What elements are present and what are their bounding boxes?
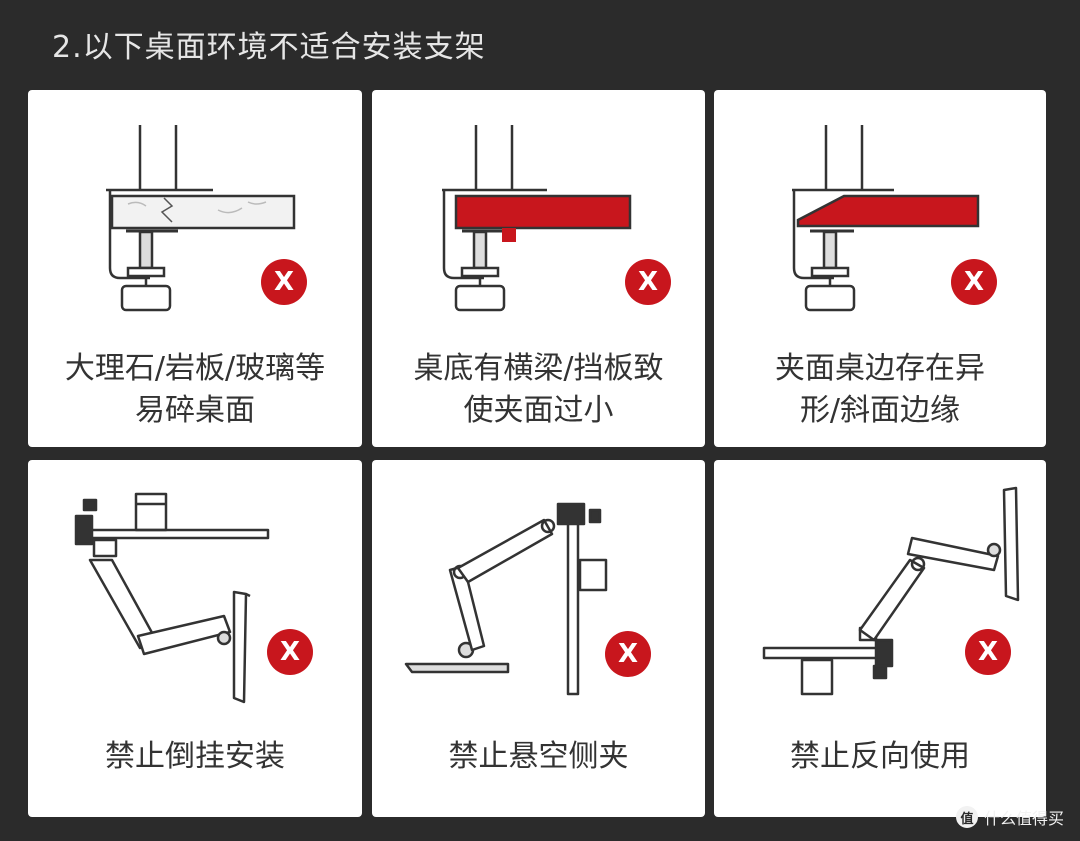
card-caption: 夹面桌边存在异 形/斜面边缘: [714, 348, 1046, 432]
card-beam-under-desk: X 桌底有横梁/挡板致 使夹面过小: [372, 90, 705, 447]
card-inverted-mount: X 禁止倒挂安装: [28, 460, 362, 817]
prohibited-icon: X: [624, 258, 672, 306]
prohibited-icon: X: [266, 628, 314, 676]
watermark-text: 什么值得买: [983, 809, 1064, 828]
caption-line: 夹面桌边存在异: [775, 351, 985, 386]
prohibited-icon: X: [964, 628, 1012, 676]
watermark-logo: 值: [955, 806, 978, 828]
card-fragile-desk: X 大理石/岩板/玻璃等 易碎桌面: [28, 90, 362, 447]
card-irregular-edge: X 夹面桌边存在异 形/斜面边缘: [714, 90, 1046, 447]
card-caption: 桌底有横梁/挡板致 使夹面过小: [372, 348, 705, 432]
slanted-edge-clamp-illustration: [792, 125, 980, 312]
caption-line: 使夹面过小: [463, 393, 614, 428]
card-caption: 禁止反向使用: [714, 736, 1046, 778]
caption-line: 禁止倒挂安装: [105, 739, 285, 774]
side-clamp-illustration: [404, 502, 608, 696]
caption-line: 禁止悬空侧夹: [448, 739, 629, 774]
beam-desk-clamp-illustration: [442, 125, 632, 312]
prohibited-icon: X: [260, 258, 308, 306]
caption-line: 易碎桌面: [135, 393, 255, 428]
watermark: 值 什么值得买: [955, 805, 1064, 829]
caption-line: 桌底有横梁/挡板致: [413, 351, 664, 386]
card-reverse-use: X 禁止反向使用: [714, 460, 1046, 817]
prohibited-icon: X: [604, 630, 652, 678]
reverse-use-illustration: [762, 486, 1020, 696]
inverted-mount-illustration: [74, 492, 270, 704]
fragile-desk-clamp-illustration: [106, 125, 296, 312]
prohibited-icon: X: [950, 258, 998, 306]
caption-line: 禁止反向使用: [790, 739, 970, 774]
page-title: 2.以下桌面环境不适合安装支架: [52, 30, 486, 65]
card-caption: 禁止倒挂安装: [28, 736, 362, 778]
caption-line: 大理石/岩板/玻璃等: [64, 351, 326, 386]
caption-line: 形/斜面边缘: [799, 393, 961, 428]
card-caption: 大理石/岩板/玻璃等 易碎桌面: [28, 348, 362, 432]
card-side-clamp: X 禁止悬空侧夹: [372, 460, 705, 817]
card-caption: 禁止悬空侧夹: [372, 736, 705, 778]
